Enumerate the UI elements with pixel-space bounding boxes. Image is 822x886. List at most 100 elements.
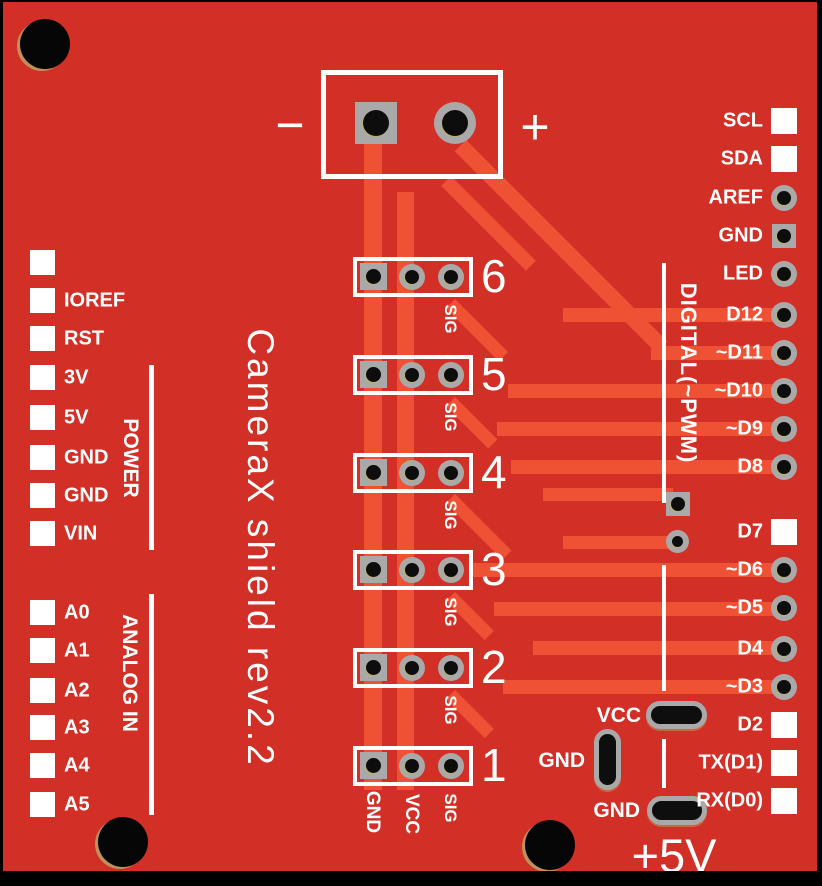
sig-pad	[438, 264, 464, 290]
trace-d11	[651, 346, 781, 360]
pin-row-a4: A4	[30, 753, 200, 778]
trace-d8	[511, 460, 781, 474]
pin-row-d9: ~D9	[563, 415, 797, 443]
via-circle-pad	[666, 530, 689, 553]
pin-label: LED	[723, 262, 763, 285]
pin-pad	[30, 445, 55, 470]
pin-row-led: LED	[563, 260, 797, 288]
pin-label: ~D10	[714, 379, 763, 402]
gnd-pad	[360, 654, 387, 681]
board-title: CameraX shield rev2.2	[240, 328, 281, 768]
pin-label: ~D6	[725, 558, 763, 581]
pin-pad	[771, 378, 797, 404]
pin-label: RST	[64, 327, 104, 349]
connector-outline	[353, 550, 473, 590]
vcc-pad	[399, 362, 425, 388]
pin-row-d5: ~D5	[563, 594, 797, 622]
frame-edge-bottom	[0, 871, 822, 886]
pin-pad	[30, 483, 55, 508]
pin-pad	[771, 519, 797, 545]
pin-label: ~D3	[725, 675, 763, 698]
pin-label: IOREF	[64, 289, 126, 311]
pin-label: A2	[64, 679, 90, 701]
sig-label: SIG	[441, 304, 460, 334]
pin-pad	[30, 365, 55, 390]
pin-row-unlabeled	[30, 250, 200, 275]
vcc-oval-pad	[646, 701, 707, 729]
pin-row-scl: SCL	[563, 107, 797, 135]
pin-row-d12: D12	[563, 301, 797, 329]
minus-symbol: −	[275, 97, 305, 153]
power-terminal-positive-pad	[434, 102, 476, 144]
pin-pad	[771, 108, 797, 134]
pin-row-gnd1: GND	[30, 445, 200, 470]
gnd-vertical-oval-pad	[594, 729, 621, 790]
trace-d3	[503, 680, 781, 694]
pin-row-d10: ~D10	[563, 377, 797, 405]
mounting-hole-bottom-center	[525, 820, 575, 870]
pin-row-d11: ~D11	[563, 339, 797, 367]
pin-label: 3V	[64, 366, 89, 388]
connector-number: 1	[481, 739, 507, 791]
pin-label: AREF	[708, 186, 763, 209]
connector-number: 4	[481, 446, 507, 498]
connector-row-2: 2 SIG	[353, 641, 533, 748]
gnd-pad	[360, 263, 387, 290]
pin-row-tx-d1: TX(D1)	[563, 749, 797, 777]
connector-gnd-label: GND	[362, 790, 383, 834]
pin-pad	[771, 750, 797, 776]
gnd-bottom-label: GND	[593, 799, 640, 822]
pin-label: SDA	[720, 147, 763, 170]
pin-pad	[771, 712, 797, 738]
vcc-rail-label: VCC	[596, 704, 641, 727]
connector-row-3: 3 SIG	[353, 543, 533, 650]
pin-label: D7	[737, 520, 763, 543]
pin-pad	[30, 521, 55, 546]
sig-pad	[438, 753, 464, 779]
sig-label: SIG	[441, 793, 460, 823]
power-terminal-negative-pad	[355, 102, 397, 144]
frame-edge-top	[0, 0, 822, 2]
pin-row-d3: ~D3	[563, 673, 797, 701]
pin-pad	[30, 250, 55, 275]
analog-group-label: ANALOG IN	[118, 614, 141, 732]
pin-pad	[30, 638, 55, 663]
trace-d12	[563, 308, 781, 322]
pin-row-a1: A1	[30, 638, 200, 663]
connector-outline	[353, 648, 473, 688]
pin-label: GND	[64, 446, 109, 468]
digital-group-line-top	[662, 263, 666, 503]
pin-label: D8	[737, 455, 763, 478]
analog-group-line	[149, 594, 154, 815]
connector-outline	[353, 453, 473, 493]
pin-pad	[771, 454, 797, 480]
pin-row-d2: D2	[563, 711, 797, 739]
vcc-pad	[399, 264, 425, 290]
pin-pad	[771, 674, 797, 700]
pin-pad	[30, 715, 55, 740]
vcc-pad	[399, 655, 425, 681]
pin-label: VIN	[64, 522, 98, 544]
pin-row-d7: D7	[563, 518, 797, 546]
trace-d9	[497, 422, 781, 436]
pin-pad	[30, 288, 55, 313]
mounting-hole-bottom-left	[98, 817, 148, 867]
trace-via-square	[543, 488, 673, 501]
pin-pad	[771, 340, 797, 366]
power-group-line	[149, 365, 154, 550]
pin-pad	[30, 678, 55, 703]
pin-row-5v: 5V	[30, 405, 200, 430]
sig-label: SIG	[441, 402, 460, 432]
pin-row-vin: VIN	[30, 521, 200, 546]
connector-vcc-label: VCC	[401, 793, 422, 835]
digital-group-line-bottom	[662, 739, 666, 788]
pin-pad	[30, 405, 55, 430]
pin-row-d6: ~D6	[563, 556, 797, 584]
connector-row-4: 4 SIG	[353, 446, 533, 553]
pin-row-a0: A0	[30, 600, 200, 625]
sig-pad	[438, 655, 464, 681]
pin-label: RX(D0)	[696, 789, 763, 812]
pin-label: D2	[737, 713, 763, 736]
pin-label: SCL	[723, 109, 763, 132]
pin-pad	[771, 788, 797, 814]
